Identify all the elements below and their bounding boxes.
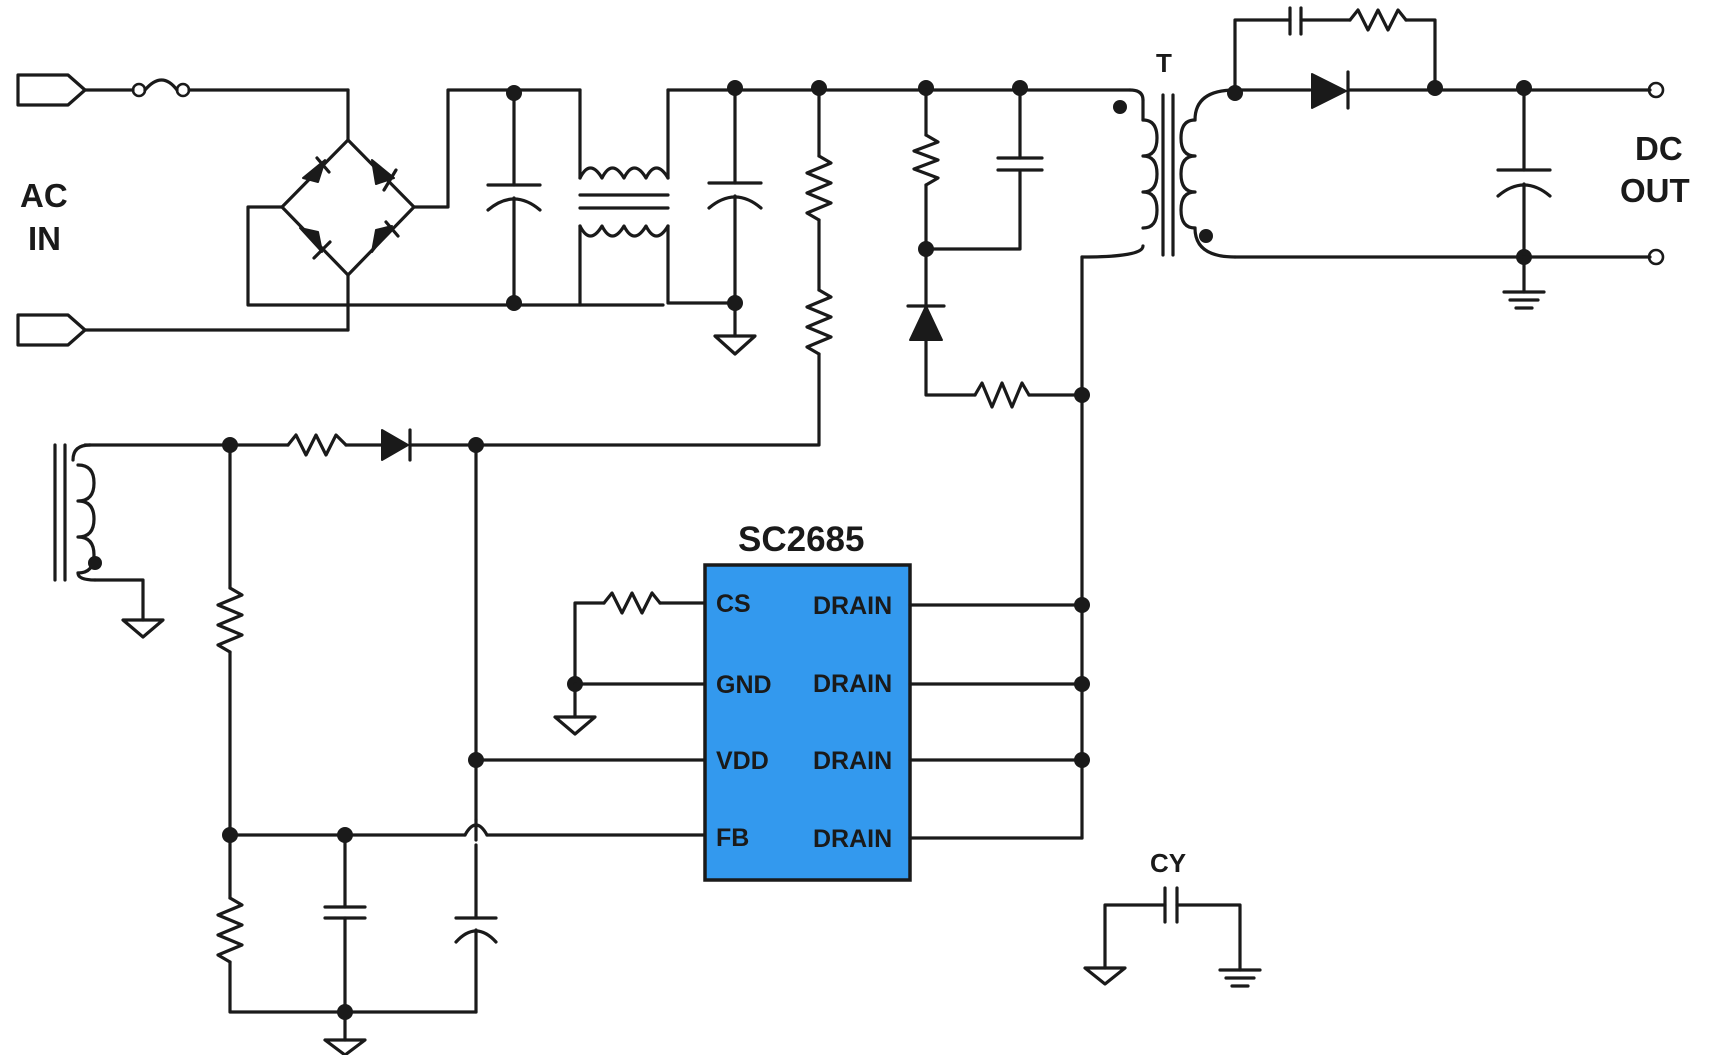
snubber-network xyxy=(906,88,1090,409)
pin-drain-3: DRAIN xyxy=(813,747,892,775)
y-capacitor xyxy=(1083,886,1262,988)
pin-gnd: GND xyxy=(716,671,772,699)
ic-name: SC2685 xyxy=(738,520,864,559)
feedback-network xyxy=(216,443,707,1055)
controller-ic: SC2685 CS GND VDD FB DRAIN DRAIN DRAIN D… xyxy=(703,520,912,882)
pin-vdd: VDD xyxy=(716,747,769,775)
auxiliary-winding xyxy=(53,443,232,639)
vdd-supply-path xyxy=(222,428,707,1014)
transformer-label: T xyxy=(1156,48,1172,78)
bridge-rectifier xyxy=(246,88,665,307)
pin-fb: FB xyxy=(716,824,749,852)
ac-in-label-line2: IN xyxy=(28,220,61,257)
cy-label: CY xyxy=(1150,848,1186,878)
high-voltage-rail xyxy=(666,80,1132,96)
pin-drain-2: DRAIN xyxy=(813,670,892,698)
pin-drain-1: DRAIN xyxy=(813,592,892,620)
pin-cs: CS xyxy=(716,590,751,618)
pin-drain-4: DRAIN xyxy=(813,825,892,853)
output-capacitor xyxy=(1496,88,1552,265)
dc-out-label-line1: DC xyxy=(1635,130,1683,167)
ac-return-wire xyxy=(83,273,350,332)
ac-input-terminal-bottom xyxy=(16,313,87,347)
dc-output-terminals xyxy=(1647,81,1665,266)
current-sense-network xyxy=(553,591,707,736)
drain-bus xyxy=(908,597,1090,840)
startup-resistors xyxy=(474,88,833,447)
dc-out-label-line2: OUT xyxy=(1620,172,1690,209)
flyback-transformer xyxy=(1080,88,1237,840)
input-capacitor-2 xyxy=(707,88,763,356)
ac-in-label-line1: AC xyxy=(20,177,68,214)
fuse xyxy=(83,78,350,142)
output-rectifier xyxy=(1227,6,1652,110)
ac-input-terminal-top xyxy=(16,73,87,107)
input-capacitor-1 xyxy=(486,85,542,311)
common-mode-choke xyxy=(578,88,737,307)
output-return-rail xyxy=(1233,255,1652,310)
